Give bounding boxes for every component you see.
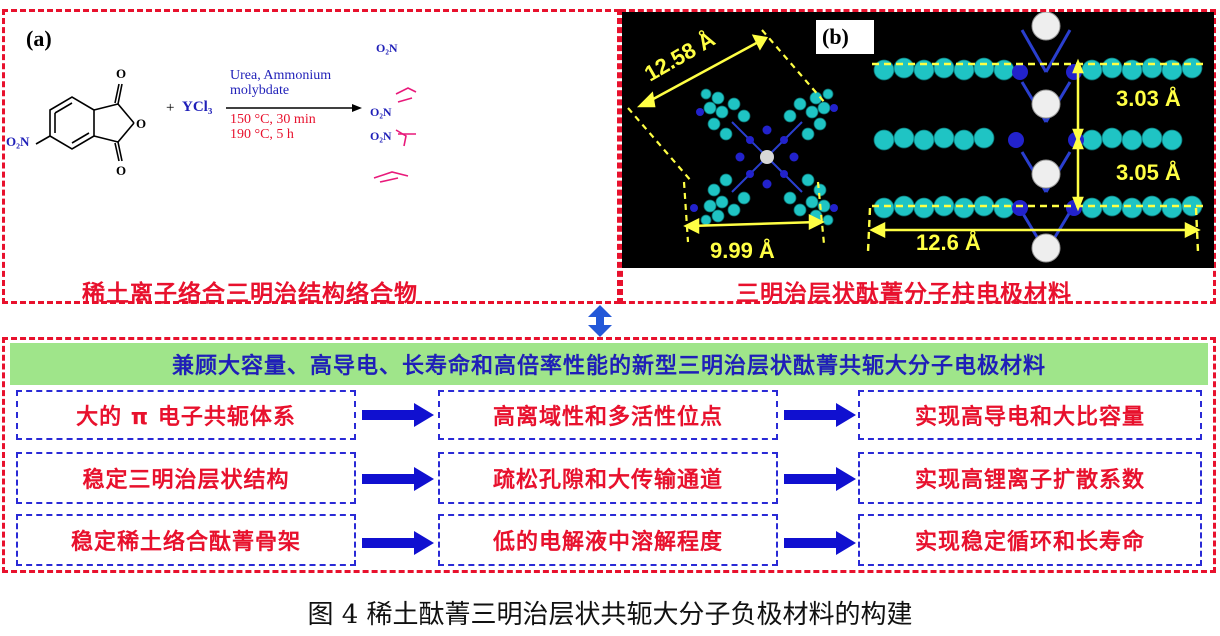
arrow-right-icon [784,467,856,491]
result-box-2: 实现高锂离子扩散系数 [858,452,1202,504]
bottom-title-bar: 兼顾大容量、高导电、长寿命和高倍率性能的新型三明治层状酞菁共轭大分子电极材料 [10,343,1208,385]
cause-text: 大的 π 电子共轭体系 [76,405,296,430]
arrow-right-icon [784,531,856,555]
arrow-right-icon [362,531,434,555]
reactant-substituent: O₂N [6,134,30,149]
panel-b-label: (b) [822,24,849,49]
result-text: 实现稳定循环和长寿命 [914,530,1145,555]
figure-caption: 图 4 稀土酞菁三明治层状共轭大分子负极材料的构建 [307,600,913,630]
svg-text:O: O [116,66,126,81]
effect-box-1: 高离域性和多活性位点 [438,390,778,440]
svg-text:O: O [136,116,146,131]
single-phthalocyanine-molecule [690,88,838,226]
svg-text:O: O [116,163,126,178]
effect-text: 疏松孔隙和大传输通道 [492,468,723,493]
measure-width: 9.99 Å [710,237,775,263]
bottom-panel-title: 兼顾大容量、高导电、长寿命和高倍率性能的新型三明治层状酞菁共轭大分子电极材料 [171,354,1046,379]
effect-box-2: 疏松孔隙和大传输通道 [438,452,778,504]
measure-gap-top: 3.03 Å [1116,85,1181,111]
panel-b-caption: 三明治层状酞菁分子柱电极材料 [736,281,1072,307]
arrow-right-icon [362,403,434,427]
conditions-line-1: Urea, Ammonium [230,68,332,83]
result-text: 实现高锂离子扩散系数 [914,468,1145,493]
conditions-line-4: 190 °C, 5 h [230,127,294,142]
product-substituent-3: O₂N [370,129,392,143]
panel-a-label: (a) [26,26,52,51]
measure-length: 12.6 Å [916,229,981,255]
effect-text: 低的电解液中溶解程度 [492,530,723,555]
reaction-scheme: O O O [35,66,417,183]
bottom-panel-frame [2,337,1216,573]
cause-box-3: 稳定稀土络合酞菁骨架 [16,514,356,566]
panel-a-caption: 稀土离子络合三明治结构络合物 [82,281,418,307]
conditions-line-2: molybdate [230,83,290,98]
product-fragment [373,87,417,183]
arrow-right-icon [784,403,856,427]
plus-sign: + [166,100,175,116]
product-substituent-2: O₂N [370,105,392,119]
double-arrow-icon [588,305,612,337]
nitrophthalic-anhydride-structure [35,83,135,162]
product-substituent-1: O₂N [376,41,398,55]
panel-a-frame [2,9,620,304]
cause-text: 稳定三明治层状结构 [82,468,290,493]
cause-text: 稳定稀土络合酞菁骨架 [70,530,301,555]
phthalocyanine-structure-image: 12.58 Å 9.99 Å 3.03 Å 3.05 Å 12.6 Å [622,12,1214,268]
effect-box-3: 低的电解液中溶解程度 [438,514,778,566]
cause-box-2: 稳定三明治层状结构 [16,452,356,504]
cause-box-1: 大的 π 电子共轭体系 [16,390,356,440]
panel-b-frame [620,9,1216,304]
measure-gap-bottom: 3.05 Å [1116,159,1181,185]
result-box-3: 实现稳定循环和长寿命 [858,514,1202,566]
arrow-right-icon [362,467,434,491]
result-box-1: 实现高导电和大比容量 [858,390,1202,440]
result-text: 实现高导电和大比容量 [914,405,1145,430]
effect-text: 高离域性和多活性位点 [492,405,723,430]
conditions-line-3: 150 °C, 30 min [230,112,316,127]
reagent-ycl3: YCl₃ [182,99,213,115]
